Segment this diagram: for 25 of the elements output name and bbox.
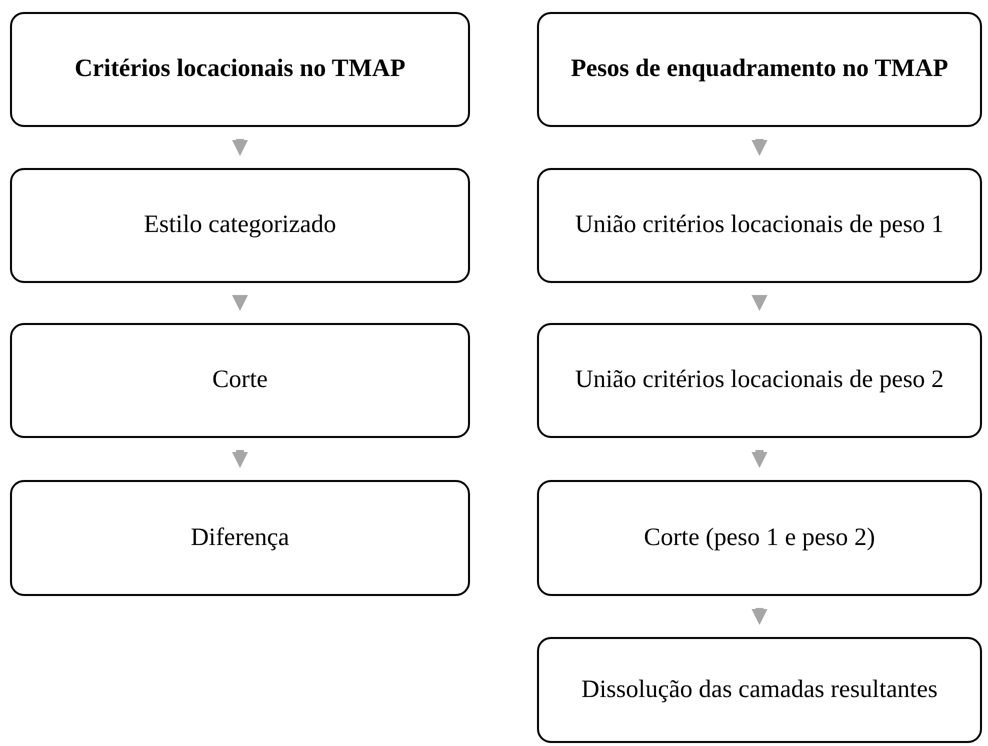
step-text: Corte (peso 1 e peso 2)	[644, 524, 876, 552]
arrow	[752, 450, 768, 468]
step-text: Diferença	[190, 524, 290, 552]
arrow	[232, 295, 248, 311]
heading-text: Pesos de enquadramento no TMAP	[570, 55, 948, 84]
arrow	[232, 450, 248, 468]
process-box	[10, 12, 470, 127]
process-box	[537, 168, 982, 283]
arrow	[752, 139, 768, 156]
process-box	[537, 12, 982, 127]
arrow	[232, 139, 248, 156]
process-box	[537, 323, 982, 438]
step-text: União critérios locacionais de peso 2	[575, 366, 944, 395]
step-text: União critérios locacionais de peso 1	[575, 211, 944, 240]
arrow	[752, 295, 768, 311]
heading-text: Critérios locacionais no TMAP	[74, 55, 406, 84]
process-box	[537, 637, 982, 743]
process-box	[10, 480, 470, 596]
step-text: Corte	[212, 366, 268, 395]
process-box	[537, 480, 982, 596]
process-box	[10, 168, 470, 283]
step-text: Dissolução das camadas resultantes	[581, 676, 938, 704]
step-text: Estilo categorizado	[144, 211, 336, 240]
arrow	[752, 608, 768, 625]
process-box	[10, 323, 470, 438]
